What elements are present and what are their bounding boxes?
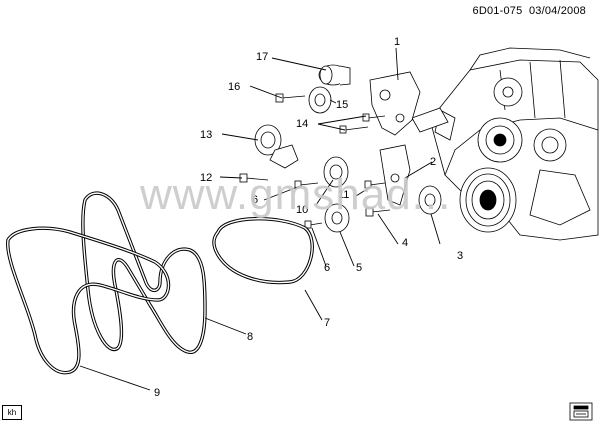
- callout-12: 12: [200, 172, 212, 184]
- author-tag: kh: [2, 405, 22, 420]
- callout-1: 1: [394, 36, 400, 48]
- callouts: 1 2 3 4 5 6 6 7 8 9 10 11 12 13 14 15 16…: [154, 36, 463, 399]
- belt-8: [81, 191, 207, 354]
- accessory-bracket: [369, 71, 421, 206]
- callout-14: 14: [296, 118, 308, 130]
- tensioner-pulley-17: [318, 64, 351, 86]
- callout-10: 10: [296, 204, 308, 216]
- callout-11: 11: [338, 189, 349, 201]
- idler-pulley-10: [294, 156, 349, 189]
- callout-5: 5: [356, 262, 362, 274]
- callout-15: 15: [336, 99, 348, 111]
- drawing-id: 6D01-075: [472, 5, 523, 17]
- idler-pulley-15: [308, 86, 332, 114]
- idler-pulley-3: [418, 185, 442, 215]
- watermark: www.gmshad...: [140, 170, 452, 219]
- idler-pulley-5: [304, 203, 350, 233]
- callout-3: 3: [457, 250, 463, 262]
- drawing-header: 6D01-075 03/04/2008: [473, 5, 587, 17]
- callout-2: 2: [430, 156, 436, 168]
- belt-7: [212, 217, 314, 285]
- callout-13: 13: [200, 129, 212, 141]
- callout-9: 9: [154, 387, 160, 399]
- bolts-4-11: [364, 180, 391, 217]
- tensioner-assembly-13: [254, 124, 299, 169]
- callout-8: 8: [247, 331, 253, 343]
- bolt-16: [275, 93, 306, 103]
- drawing-date: 03/04/2008: [528, 5, 586, 17]
- callout-4: 4: [402, 237, 408, 249]
- callout-17: 17: [256, 51, 268, 63]
- leader-lines: [79, 47, 441, 391]
- callout-6-lower: 6: [324, 262, 330, 274]
- belt-9: [6, 226, 171, 375]
- callout-6-upper: 6: [252, 194, 258, 206]
- callout-7: 7: [324, 317, 330, 329]
- book-icon: [569, 402, 593, 421]
- engine-block: [411, 47, 599, 241]
- callout-16: 16: [228, 81, 240, 93]
